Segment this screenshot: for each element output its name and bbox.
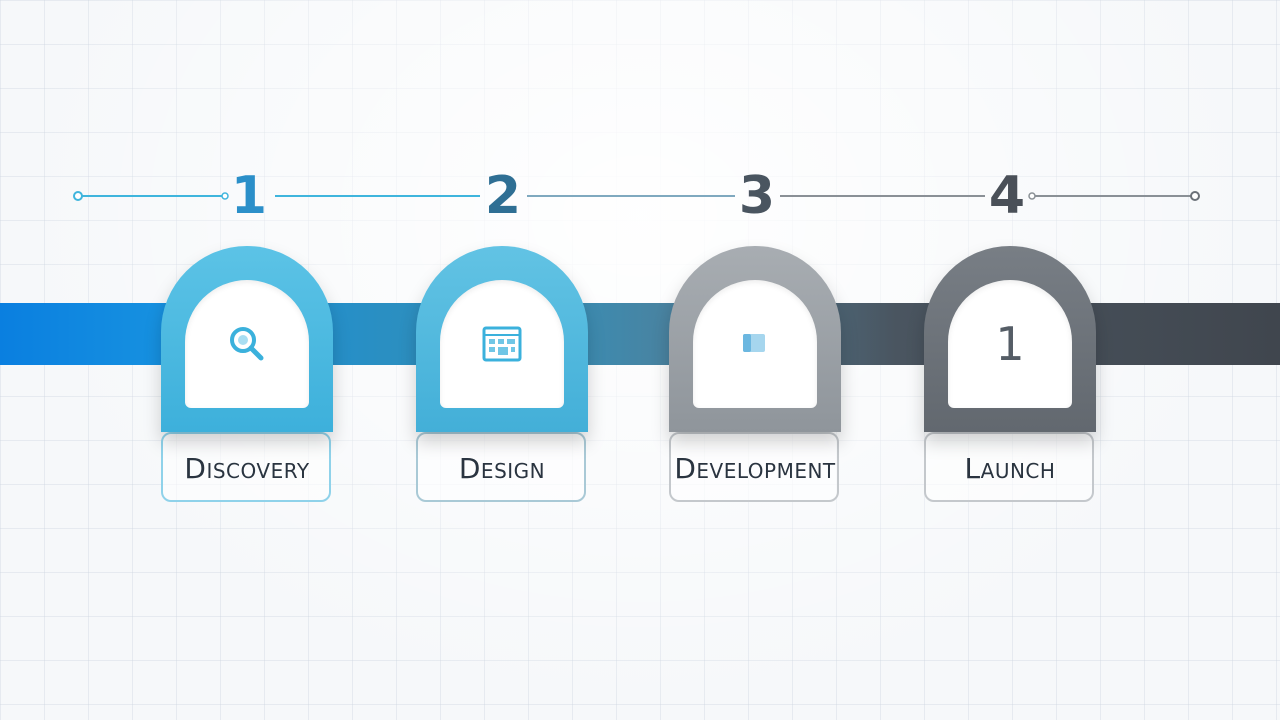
step-label-design: Design: [458, 452, 546, 485]
step-label-discovery: Discovery: [184, 452, 310, 485]
step-arch: [161, 246, 333, 432]
timeline-node-dot: [221, 192, 229, 200]
step-card-launch: 1 Launch: [924, 246, 1096, 506]
code-block-icon: [743, 334, 765, 352]
step-card-discovery: Discovery: [161, 246, 333, 506]
step-number-4: 4: [988, 166, 1026, 226]
icon-well: [440, 280, 564, 408]
step-label-development: Development: [674, 452, 836, 485]
icon-well: 1: [948, 280, 1072, 408]
step-number-2: 2: [484, 166, 522, 226]
number-one-glyph: 1: [995, 317, 1025, 371]
step-arch: [416, 246, 588, 432]
magnifier-icon: [230, 327, 264, 361]
timeline-end-dot: [1190, 191, 1200, 201]
step-label-launch: Launch: [964, 452, 1056, 485]
step-arch: 1: [924, 246, 1096, 432]
label-box: [924, 432, 1094, 502]
step-card-design: Design: [416, 246, 588, 506]
icon-well: [185, 280, 309, 408]
label-box: [669, 432, 839, 502]
timeline-start-dot: [73, 191, 83, 201]
timeline-node-dot: [1028, 192, 1036, 200]
icon-well: [693, 280, 817, 408]
label-box: [416, 432, 586, 502]
step-card-development: Development: [669, 246, 841, 506]
step-number-1: 1: [230, 166, 268, 226]
step-arch: [669, 246, 841, 432]
step-number-3: 3: [738, 166, 776, 226]
label-box: [161, 432, 331, 502]
layout-grid-icon: [482, 326, 522, 362]
timeline-line: [73, 191, 1200, 201]
